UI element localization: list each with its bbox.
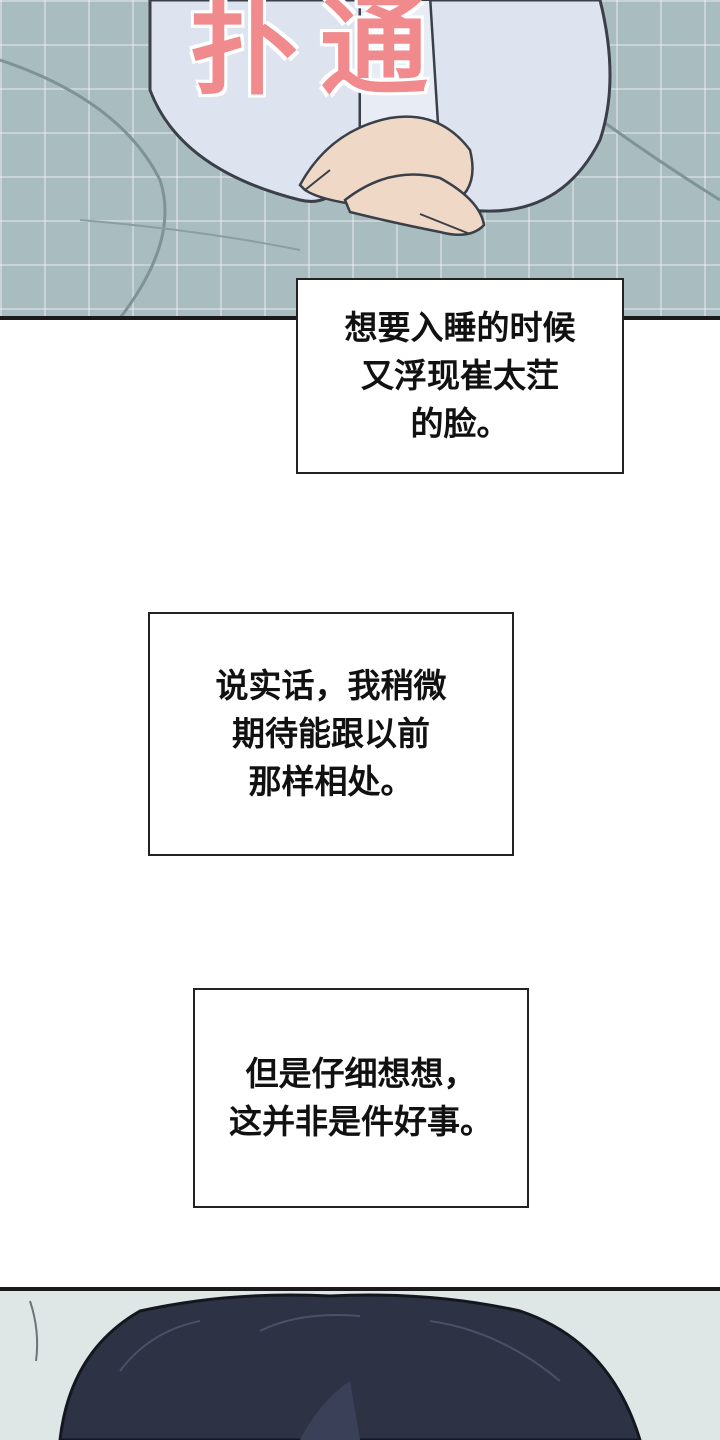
panel-divider-bottom — [0, 1287, 720, 1291]
hands-on-bed-illustration — [0, 0, 720, 318]
bottom-comic-panel — [0, 1291, 720, 1440]
sound-effect-char-1: 扑 — [190, 0, 301, 110]
caption-box-3: 但是仔细想想， 这并非是件好事。 — [193, 988, 529, 1208]
caption-text-3: 但是仔细想想， 这并非是件好事。 — [229, 1054, 493, 1141]
caption-text-1: 想要入睡的时候 又浮现崔太茳 的脸。 — [344, 308, 576, 443]
sound-effect-char-2: 通 — [320, 0, 431, 110]
caption-box-2: 说实话，我稍微 期待能跟以前 那样相处。 — [148, 612, 514, 856]
caption-box-1: 想要入睡的时候 又浮现崔太茳 的脸。 — [296, 278, 624, 474]
hair-illustration — [29, 1293, 642, 1440]
top-comic-panel: 扑 通 — [0, 0, 720, 318]
caption-text-2: 说实话，我稍微 期待能跟以前 那样相处。 — [215, 666, 447, 801]
